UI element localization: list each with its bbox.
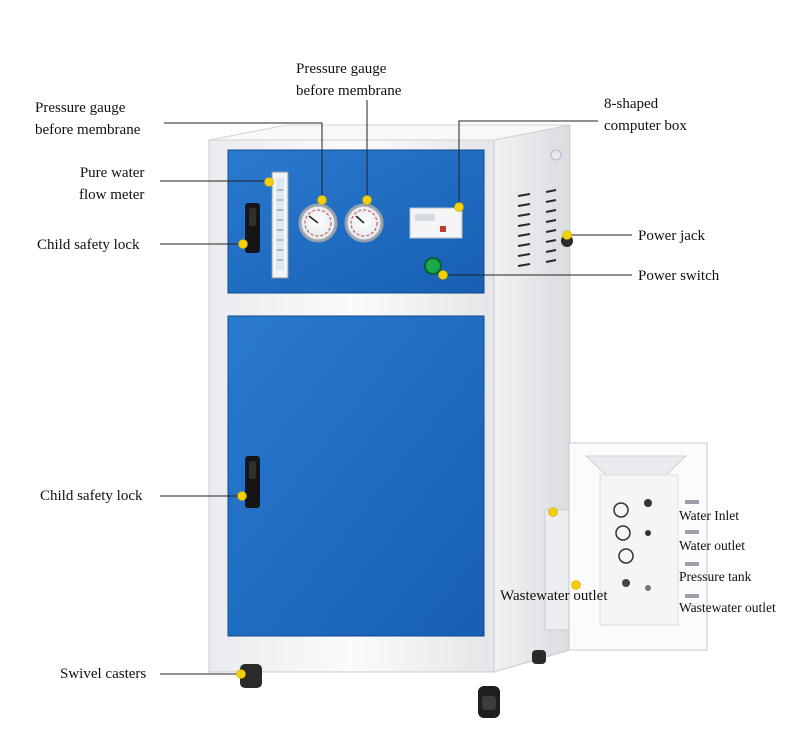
label-power-jack: Power jack — [638, 228, 706, 244]
label-line: computer box — [604, 118, 687, 134]
leader-lines — [160, 100, 632, 675]
marker-computer-box — [454, 202, 464, 212]
label-power-switch: Power switch — [638, 268, 720, 284]
label-flow-meter: Pure water flow meter — [79, 162, 144, 206]
label-water-inlet: Water Inlet — [679, 508, 740, 523]
callout-markers — [236, 177, 581, 679]
label-computer-box: 8-shaped computer box — [604, 93, 687, 137]
label-line: 8-shaped — [604, 96, 659, 112]
label-wastewater-outlet-right: Wastewater outlet — [679, 600, 776, 615]
label-child-safety-lock-bottom: Child safety lock — [40, 488, 143, 504]
label-line: flow meter — [79, 187, 145, 203]
side-vents — [517, 149, 562, 267]
lower-door — [227, 315, 485, 637]
marker-gauge-left — [317, 195, 327, 205]
marker-gauge-right — [362, 195, 372, 205]
label-pressure-tank: Pressure tank — [679, 569, 752, 584]
marker-power-jack — [562, 230, 572, 240]
label-line: Pure water — [79, 165, 145, 181]
marker-lock-bottom — [237, 491, 247, 501]
label-line: Pressure gauge — [35, 100, 126, 116]
marker-side-port — [548, 507, 558, 517]
label-swivel-casters: Swivel casters — [60, 666, 147, 682]
casters — [240, 650, 546, 718]
label-line: before membrane — [296, 83, 402, 99]
label-line: Pressure gauge — [296, 61, 387, 77]
marker-wastewater-outlet — [571, 580, 581, 590]
marker-power-switch — [438, 270, 448, 280]
label-water-outlet: Water outlet — [679, 538, 746, 553]
label-pressure-gauge-left: Pressure gauge before membrane — [35, 97, 140, 141]
control-panel — [227, 149, 485, 294]
marker-flow-meter — [264, 177, 274, 187]
connection-panel — [544, 442, 708, 651]
label-pressure-gauge-top: Pressure gauge before membrane — [296, 58, 401, 102]
label-child-safety-lock-top: Child safety lock — [37, 237, 140, 253]
label-line: before membrane — [35, 122, 141, 138]
label-wastewater-outlet-left: Wastewater outlet — [500, 588, 608, 604]
marker-casters — [236, 669, 246, 679]
marker-lock-top — [238, 239, 248, 249]
